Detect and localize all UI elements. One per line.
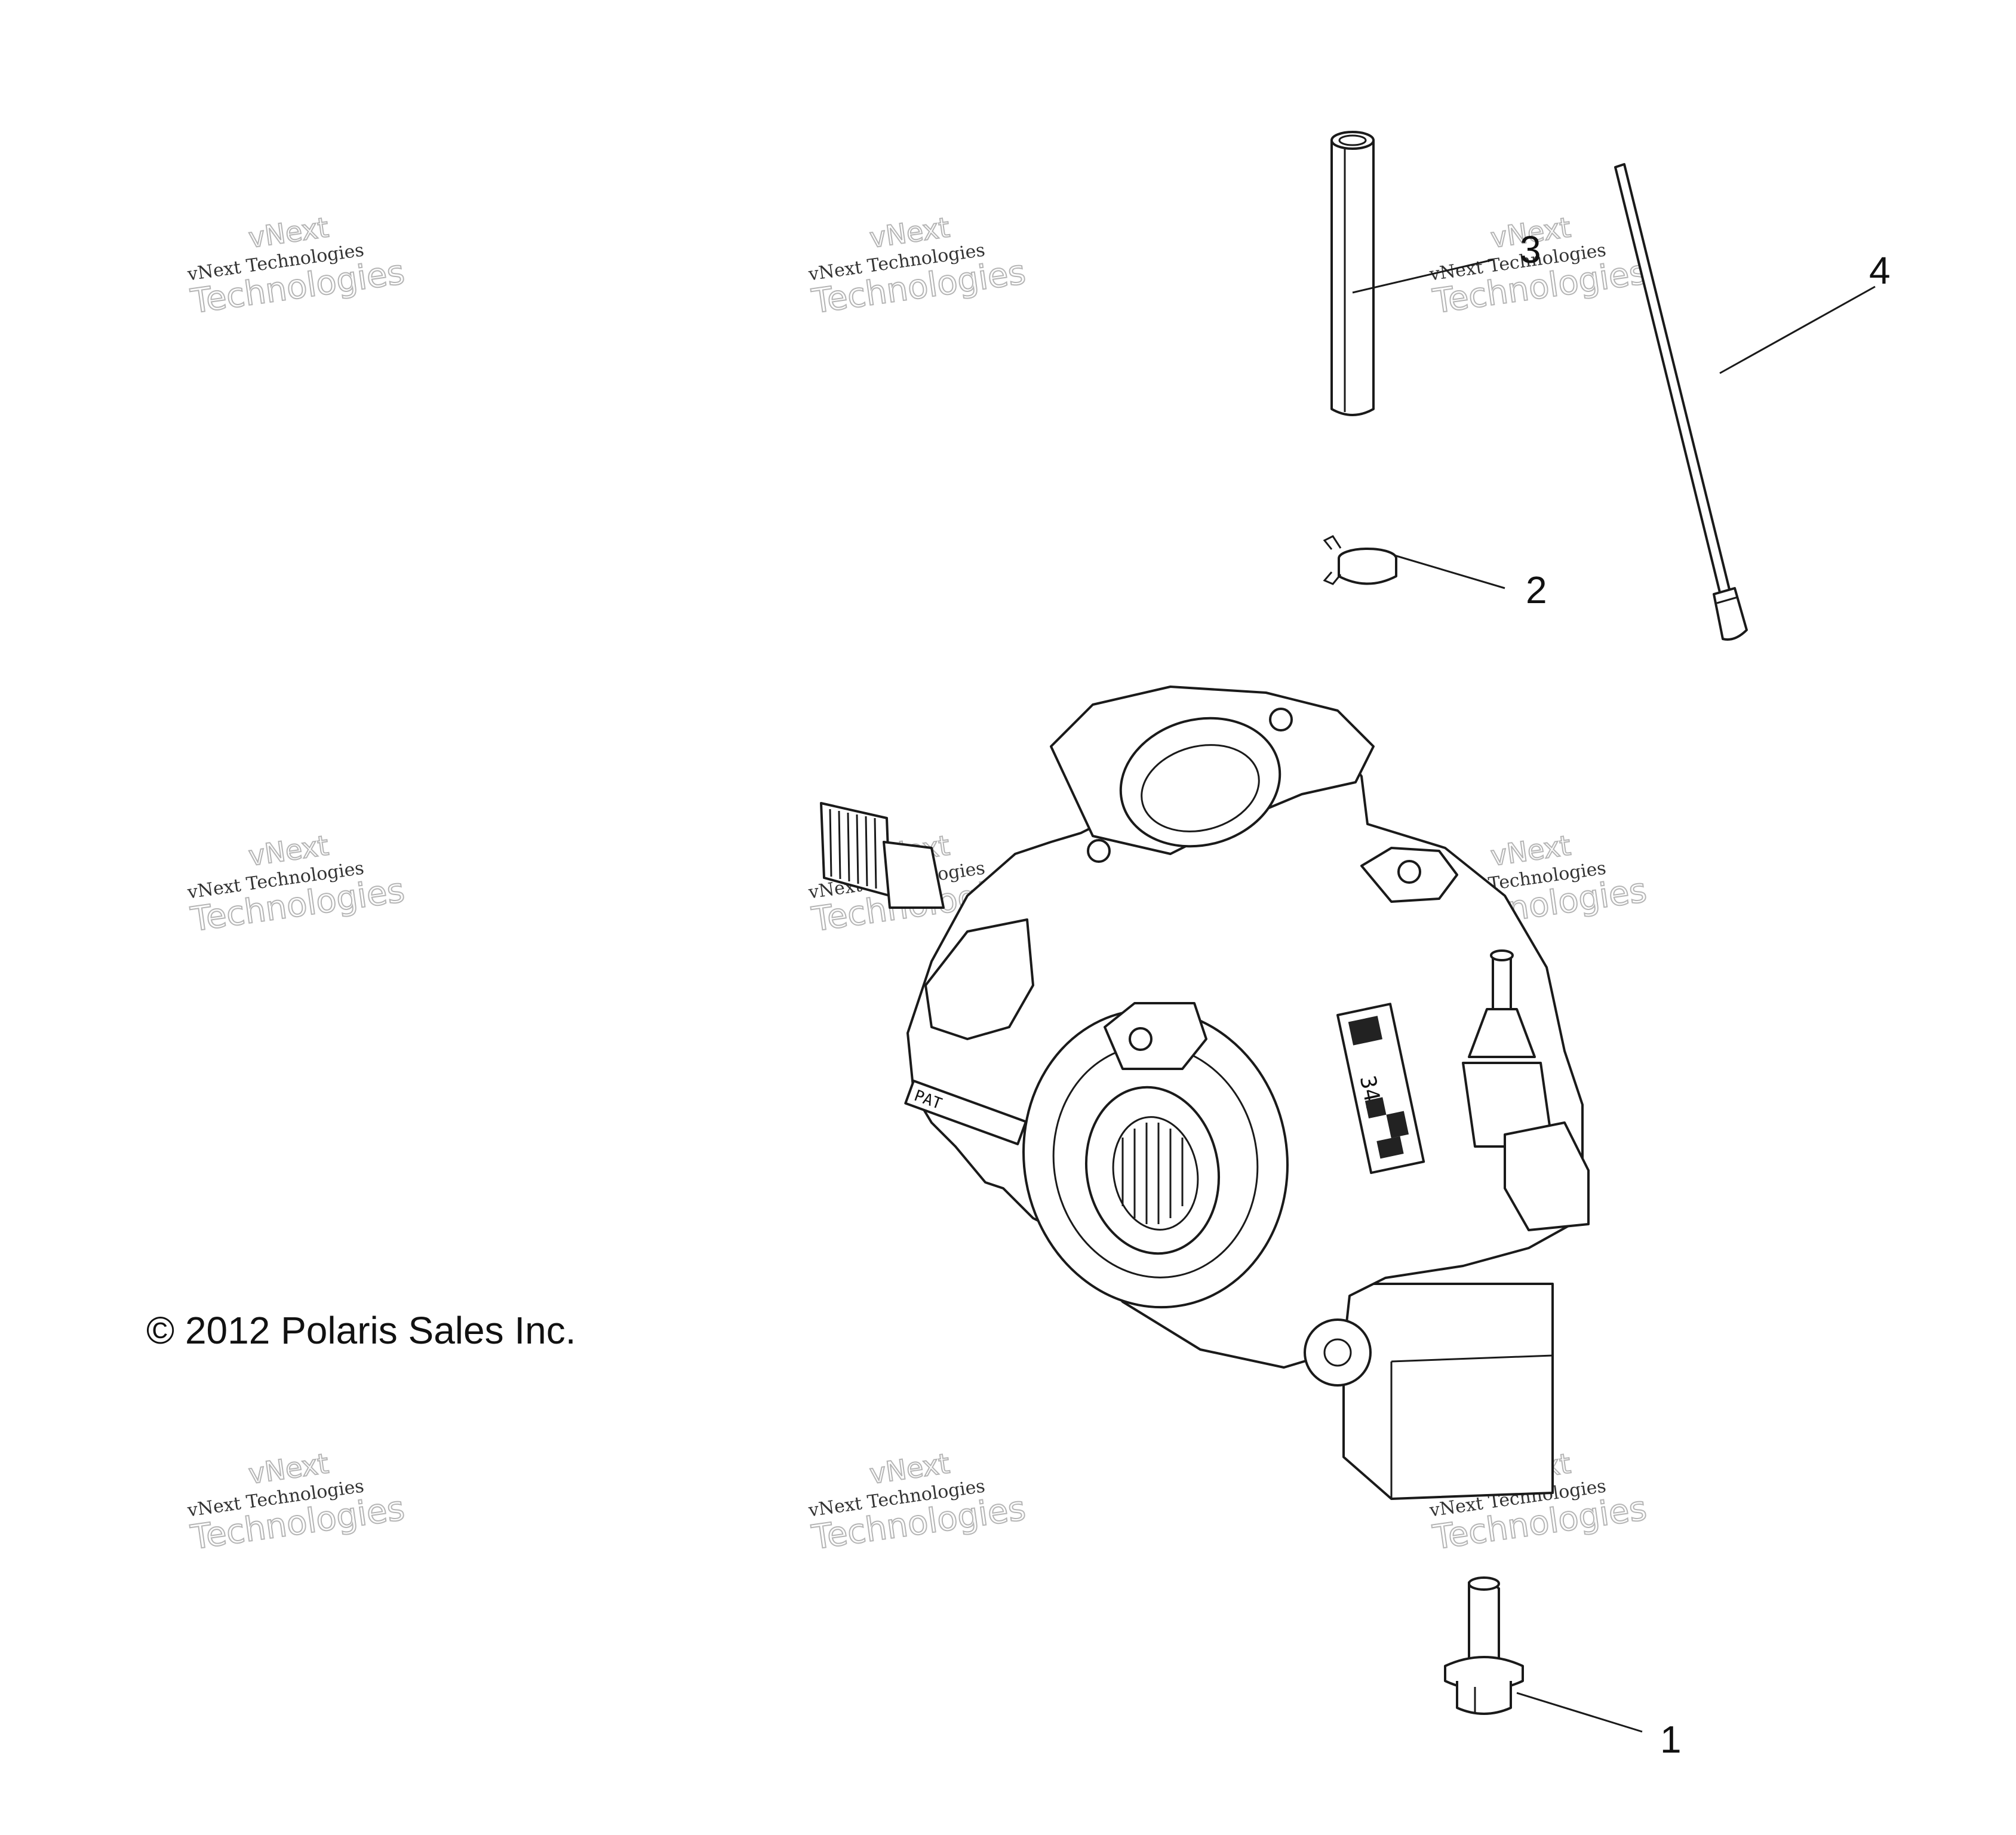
callout-2: 2 [1526, 568, 1547, 611]
watermark: vNext vNext Technologies Technologies [807, 1446, 1029, 1558]
watermark: vNext vNext Technologies Technologies [807, 210, 1029, 322]
id-label: 347 [1336, 1003, 1425, 1175]
callout-1: 1 [1660, 1718, 1682, 1761]
watermark: vNext vNext Technologies Technologies [186, 1446, 408, 1558]
watermark: vNext vNext Technologies Technologies [186, 210, 408, 322]
part-4-cable-tie [1614, 163, 1748, 641]
watermark: vNext vNext Technologies Technologies [1428, 210, 1650, 322]
part-1-flange-bolt [1444, 1576, 1524, 1715]
watermark: vNext vNext Technologies Technologies [186, 828, 408, 940]
part-2-hose-clamp [1323, 535, 1397, 585]
callout-4: 4 [1869, 249, 1891, 292]
copyright-notice: © 2012 Polaris Sales Inc. [146, 1309, 576, 1352]
gearcase-housing: 347 PAT [820, 686, 1590, 1500]
leader-lines [1352, 259, 1876, 1733]
callout-3: 3 [1520, 228, 1541, 271]
part-3-vent-tube [1330, 131, 1375, 416]
callouts: 3 4 2 1 [1520, 228, 1891, 1761]
